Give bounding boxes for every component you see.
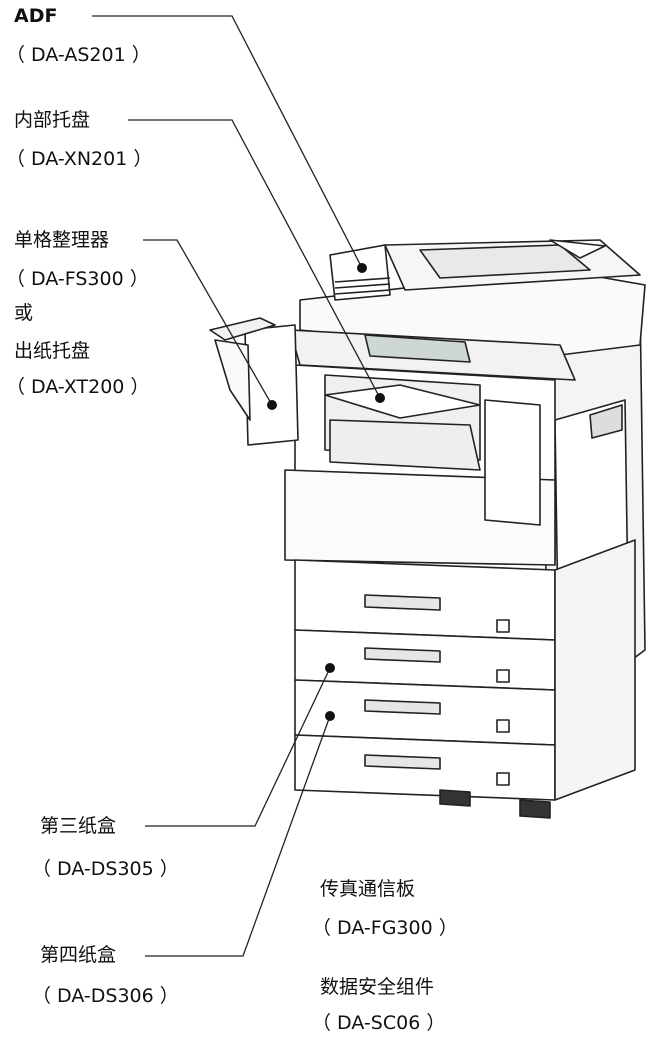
cassette4-model: （ DA-DS306 ） — [32, 985, 179, 1007]
exit-tray-model: （ DA-XT200 ） — [6, 376, 150, 398]
fax-board-label: 传真通信板 — [320, 878, 416, 900]
security-kit-model: （ DA-SC06 ） — [312, 1012, 446, 1034]
inner-tray-model: （ DA-XN201 ） — [6, 148, 153, 170]
leader-dot-adf — [357, 263, 367, 273]
leader-finisher — [143, 239, 273, 406]
finisher-label: 单格整理器 — [14, 229, 110, 251]
fax-board-model: （ DA-FG300 ） — [312, 917, 458, 939]
leader-dot-inner-tray — [375, 393, 385, 403]
leader-adf — [92, 15, 363, 269]
cassette3-label: 第三纸盒 — [40, 815, 117, 837]
cassette4-label: 第四纸盒 — [40, 944, 117, 966]
finisher-model: （ DA-FS300 ） — [6, 268, 149, 290]
lcd-screen — [364, 334, 471, 363]
leader-dot-cassette3 — [325, 663, 335, 673]
leader-dot-cassette4 — [325, 711, 335, 721]
leader-inner-tray — [128, 119, 381, 399]
finisher-unit — [244, 324, 299, 446]
finisher-or: 或 — [14, 302, 34, 324]
leader-cassette4 — [145, 715, 331, 957]
leader-cassette3 — [145, 667, 331, 827]
leader-dot-finisher — [267, 400, 277, 410]
adf-label: ADF — [14, 5, 58, 27]
inner-tray-label: 内部托盘 — [14, 109, 91, 131]
cassette3-model: （ DA-DS305 ） — [32, 858, 179, 880]
exit-tray-label: 出纸托盘 — [14, 340, 91, 362]
adf-model: （ DA-AS201 ） — [6, 44, 151, 66]
security-kit-label: 数据安全组件 — [320, 976, 435, 998]
